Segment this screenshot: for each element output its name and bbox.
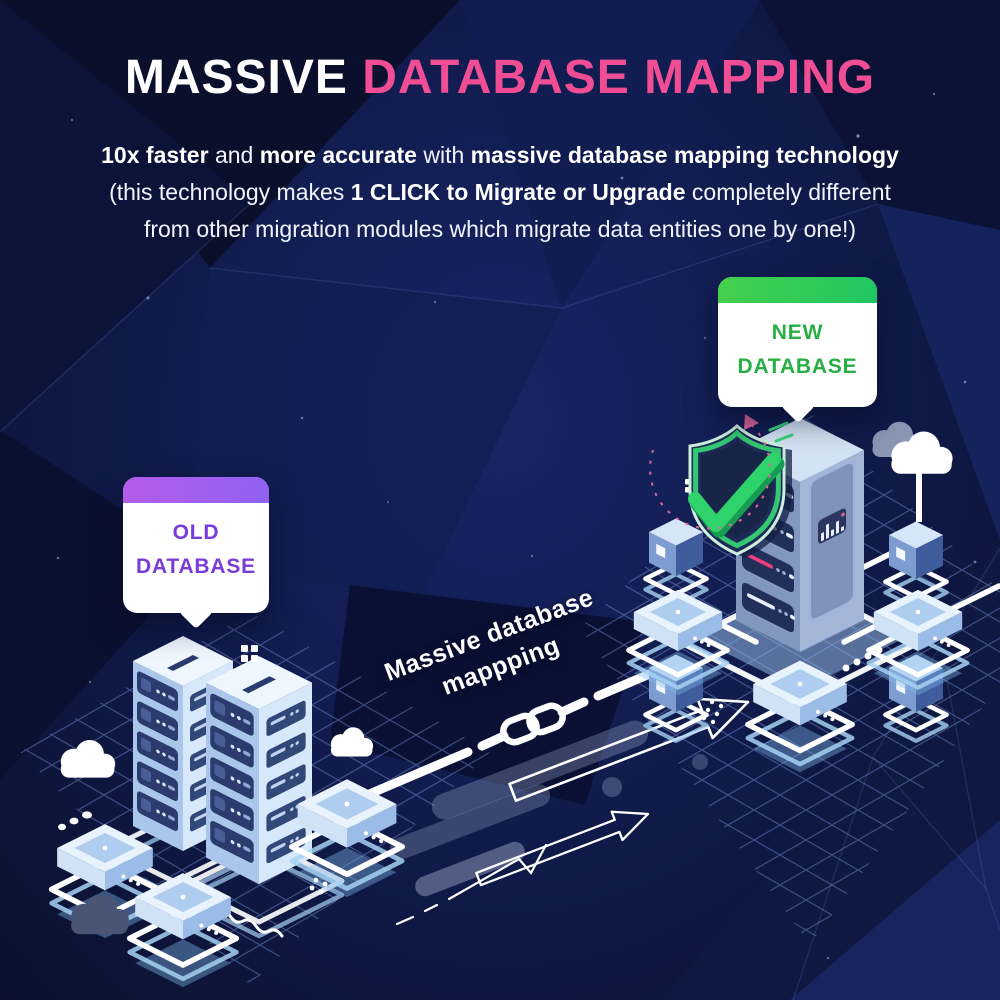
subtitle-text: completely different [685, 179, 891, 205]
new-database-callout: NEW DATABASE [718, 277, 877, 423]
old-database-line1: OLD [172, 521, 220, 544]
old-database-label: OLD DATABASE [123, 503, 269, 584]
old-database-line2: DATABASE [136, 555, 256, 578]
title-white-part: MASSIVE [124, 51, 363, 104]
subtitle-bold: more accurate [259, 142, 417, 168]
cloud-icon [872, 421, 953, 522]
squares-icon [241, 645, 258, 662]
subtitle-line-1: 10x faster and more accurate with massiv… [60, 137, 940, 174]
old-database-accent-bar [123, 477, 269, 503]
zigzag-arrow-icon [395, 843, 548, 926]
subtitle-text: with [416, 142, 471, 168]
dots-decoration [58, 811, 328, 895]
network-connectors [713, 549, 1000, 645]
old-database-cluster [52, 636, 402, 987]
old-database-callout: OLD DATABASE [123, 477, 269, 629]
subtitle-line-2: (this technology makes 1 CLICK to Migrat… [60, 174, 940, 211]
speed-capsules-decoration [389, 720, 708, 897]
subtitle-text: from other migration modules which migra… [143, 216, 857, 242]
shield-check-icon [649, 414, 794, 558]
subtitle-text: and [208, 142, 260, 168]
subtitle: 10x faster and more accurate with massiv… [60, 137, 940, 248]
subtitle-bold: 10x faster [101, 142, 209, 168]
subtitle-line-3: from other migration modules which migra… [60, 211, 940, 248]
new-database-line2: DATABASE [737, 355, 858, 378]
subtitle-bold: 1 CLICK to Migrate or Upgrade [350, 179, 686, 205]
title-accent-part: DATABASE MAPPING [362, 51, 876, 104]
new-database-accent-bar [718, 277, 877, 303]
new-database-cluster [629, 414, 1000, 772]
subtitle-text: (this technology makes [109, 179, 351, 205]
chain-link-icon [500, 702, 566, 746]
new-database-label: NEW DATABASE [718, 303, 877, 384]
page-title: MASSIVE DATABASE MAPPING [0, 50, 1000, 105]
new-database-line1: NEW [771, 321, 824, 344]
subtitle-bold: massive database mapping technology [470, 142, 899, 168]
star-speckles [56, 92, 977, 960]
squiggle-decoration [228, 914, 284, 938]
